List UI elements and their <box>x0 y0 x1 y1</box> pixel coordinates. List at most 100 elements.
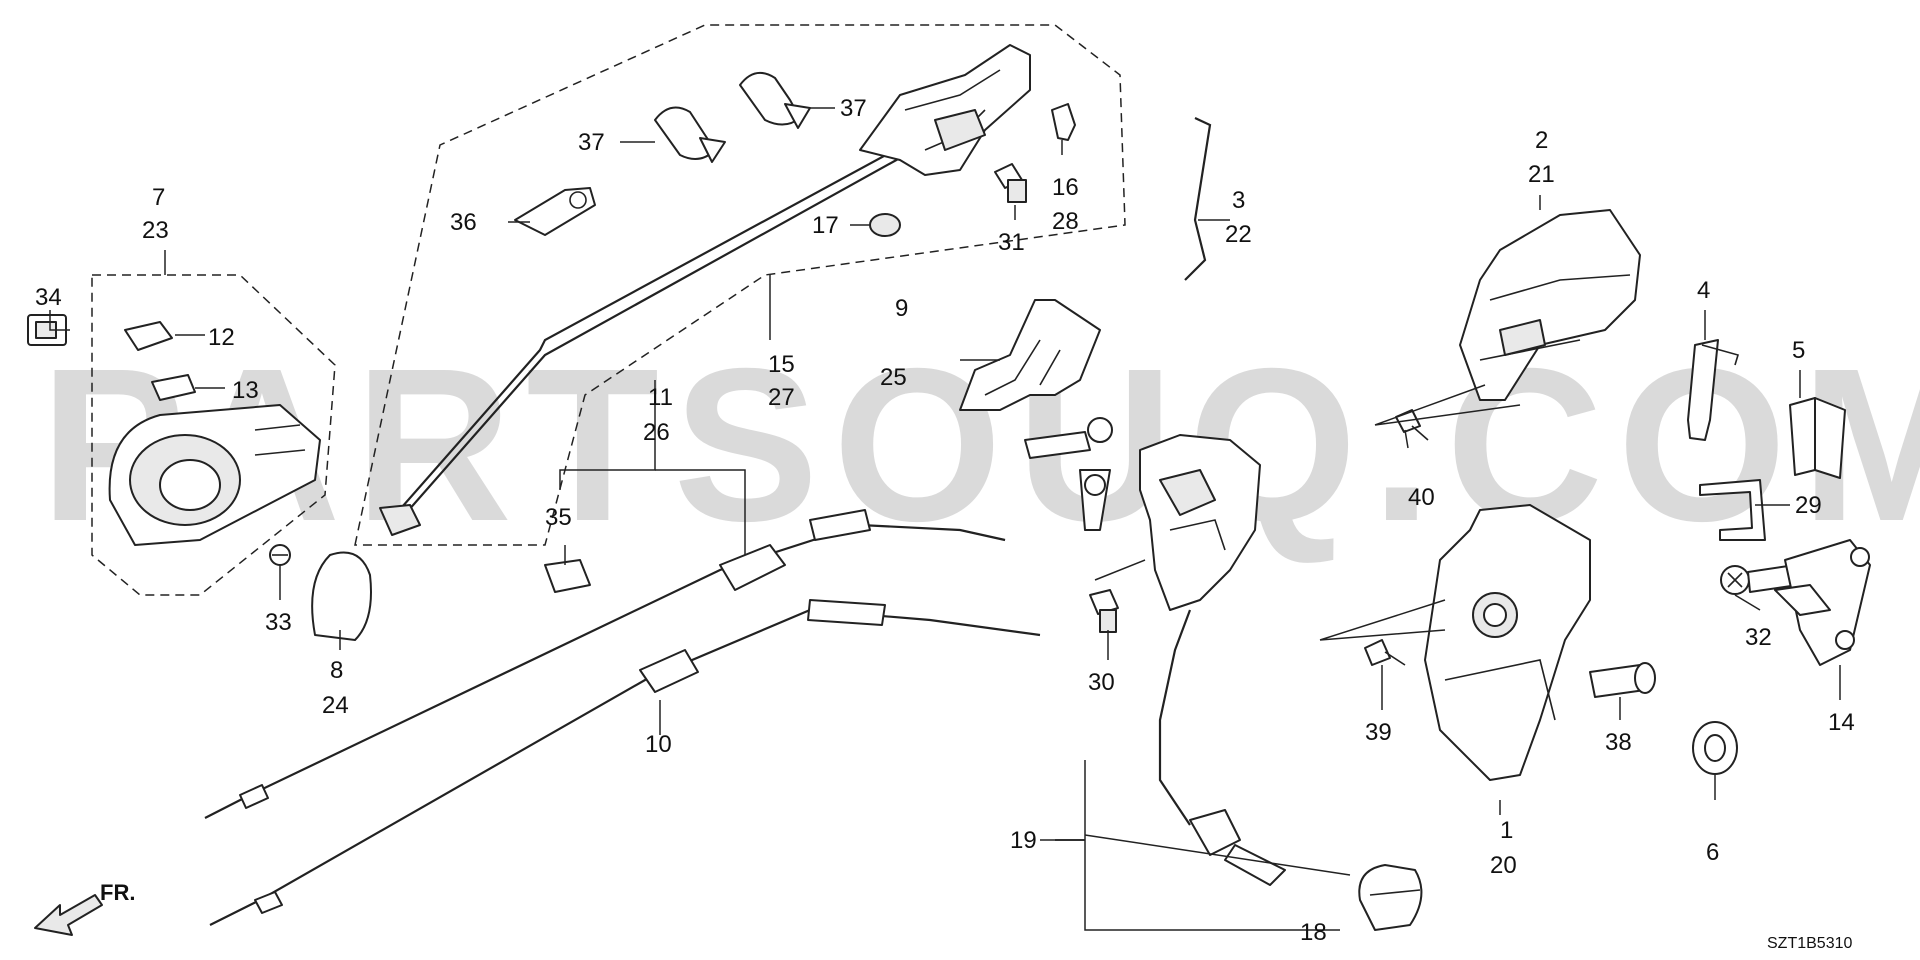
callout-29: 29 <box>1795 492 1822 519</box>
center-actuator-assembly <box>1139 434 1261 611</box>
callout-8-24: 8 24 <box>322 657 349 719</box>
callout-15-27: 15 27 <box>768 351 795 411</box>
part-2-cover <box>1459 209 1641 401</box>
svg-text:38: 38 <box>1605 729 1632 756</box>
part-14-striker <box>1774 539 1871 666</box>
svg-text:26: 26 <box>643 419 670 446</box>
svg-text:20: 20 <box>1490 852 1517 879</box>
svg-text:9: 9 <box>895 295 908 322</box>
svg-text:19: 19 <box>1010 827 1037 854</box>
callout-10: 10 <box>645 731 672 758</box>
svg-text:23: 23 <box>142 217 169 244</box>
part-18-cap <box>1358 864 1423 931</box>
callout-17: 17 <box>812 212 839 239</box>
svg-text:27: 27 <box>768 384 795 411</box>
callout-30: 30 <box>1088 669 1115 696</box>
part-4-spring <box>1687 339 1740 441</box>
inner-handle-assembly <box>108 404 321 546</box>
svg-text:2: 2 <box>1535 127 1548 154</box>
svg-text:16: 16 <box>1052 174 1079 201</box>
svg-text:7: 7 <box>152 184 165 211</box>
svg-text:31: 31 <box>998 229 1025 256</box>
leader-lines <box>49 107 1841 931</box>
svg-text:28: 28 <box>1052 208 1079 235</box>
svg-text:35: 35 <box>545 504 572 531</box>
part-10-cable <box>209 599 1041 926</box>
callout-3-22: 3 22 <box>1225 187 1252 248</box>
svg-text:39: 39 <box>1365 719 1392 746</box>
svg-text:40: 40 <box>1408 484 1435 511</box>
svg-text:30: 30 <box>1088 669 1115 696</box>
part-17-grommet <box>869 213 901 237</box>
part-6-washer <box>1692 721 1738 775</box>
callout-5: 5 <box>1792 337 1805 364</box>
watermark: PARTSOUQ.COM <box>40 324 1920 567</box>
svg-text:29: 29 <box>1795 492 1822 519</box>
svg-text:4: 4 <box>1697 277 1710 304</box>
callout-31: 31 <box>998 229 1025 256</box>
part-30-bolt <box>1089 589 1119 633</box>
callout-40: 40 <box>1408 484 1435 511</box>
part-35-clip <box>544 559 591 593</box>
svg-text:1: 1 <box>1500 817 1513 844</box>
callout-13: 13 <box>232 377 259 404</box>
callout-34: 34 <box>35 284 62 311</box>
svg-text:17: 17 <box>812 212 839 239</box>
part-13-clip <box>151 374 196 401</box>
svg-text:15: 15 <box>768 351 795 378</box>
callout-19: 19 <box>1010 827 1037 854</box>
part-11-cable <box>204 509 1006 819</box>
part-19-rod <box>1158 609 1286 886</box>
callout-11-26: 11 26 <box>643 384 673 446</box>
svg-text:37: 37 <box>840 95 867 122</box>
group-outline-inner-handle <box>91 274 336 596</box>
svg-text:10: 10 <box>645 731 672 758</box>
svg-text:36: 36 <box>450 209 477 236</box>
part-34-cap <box>27 314 67 346</box>
part-37-clip-right <box>739 71 811 129</box>
svg-text:37: 37 <box>578 129 605 156</box>
svg-text:25: 25 <box>880 364 907 391</box>
part-12-clip <box>124 321 173 351</box>
part-39-screw <box>1364 639 1406 666</box>
outer-handle-assembly <box>859 44 1031 176</box>
callout-35: 35 <box>545 504 572 531</box>
svg-text:24: 24 <box>322 692 349 719</box>
callout-39: 39 <box>1365 719 1392 746</box>
part-16-clip <box>1051 103 1076 141</box>
callout-37-left: 37 <box>578 129 605 156</box>
svg-text:32: 32 <box>1745 624 1772 651</box>
callout-2-21: 2 21 <box>1528 127 1555 188</box>
part-37-clip-left <box>654 106 726 163</box>
svg-text:14: 14 <box>1828 709 1855 736</box>
callout-4: 4 <box>1697 277 1710 304</box>
svg-text:21: 21 <box>1528 161 1555 188</box>
callout-14: 14 <box>1828 709 1855 736</box>
front-direction-arrow: FR. <box>34 880 135 936</box>
svg-text:34: 34 <box>35 284 62 311</box>
part-3-rod <box>1184 117 1212 281</box>
callout-36: 36 <box>450 209 477 236</box>
svg-text:3: 3 <box>1232 187 1245 214</box>
callout-9-25: 9 25 <box>880 295 908 391</box>
svg-text:5: 5 <box>1792 337 1805 364</box>
svg-text:FR.: FR. <box>100 880 135 905</box>
part-31-bolt <box>994 163 1027 203</box>
callout-16-28: 16 28 <box>1052 174 1079 235</box>
callout-7-23: 7 23 <box>142 184 169 244</box>
diagram-code: SZT1B5310 <box>1767 935 1852 952</box>
outer-handle-rod <box>379 149 901 536</box>
svg-text:8: 8 <box>330 657 343 684</box>
part-29-spring <box>1699 479 1766 541</box>
part-8-cover <box>311 551 372 641</box>
callout-6: 6 <box>1706 839 1719 866</box>
svg-text:12: 12 <box>208 324 235 351</box>
svg-text:22: 22 <box>1225 221 1252 248</box>
callout-32: 32 <box>1745 624 1772 651</box>
callout-12: 12 <box>208 324 235 351</box>
part-32-screw <box>1720 564 1799 595</box>
part-36-guide <box>514 187 596 236</box>
part-33-screw <box>269 544 291 566</box>
callout-1-20: 1 20 <box>1490 817 1517 879</box>
